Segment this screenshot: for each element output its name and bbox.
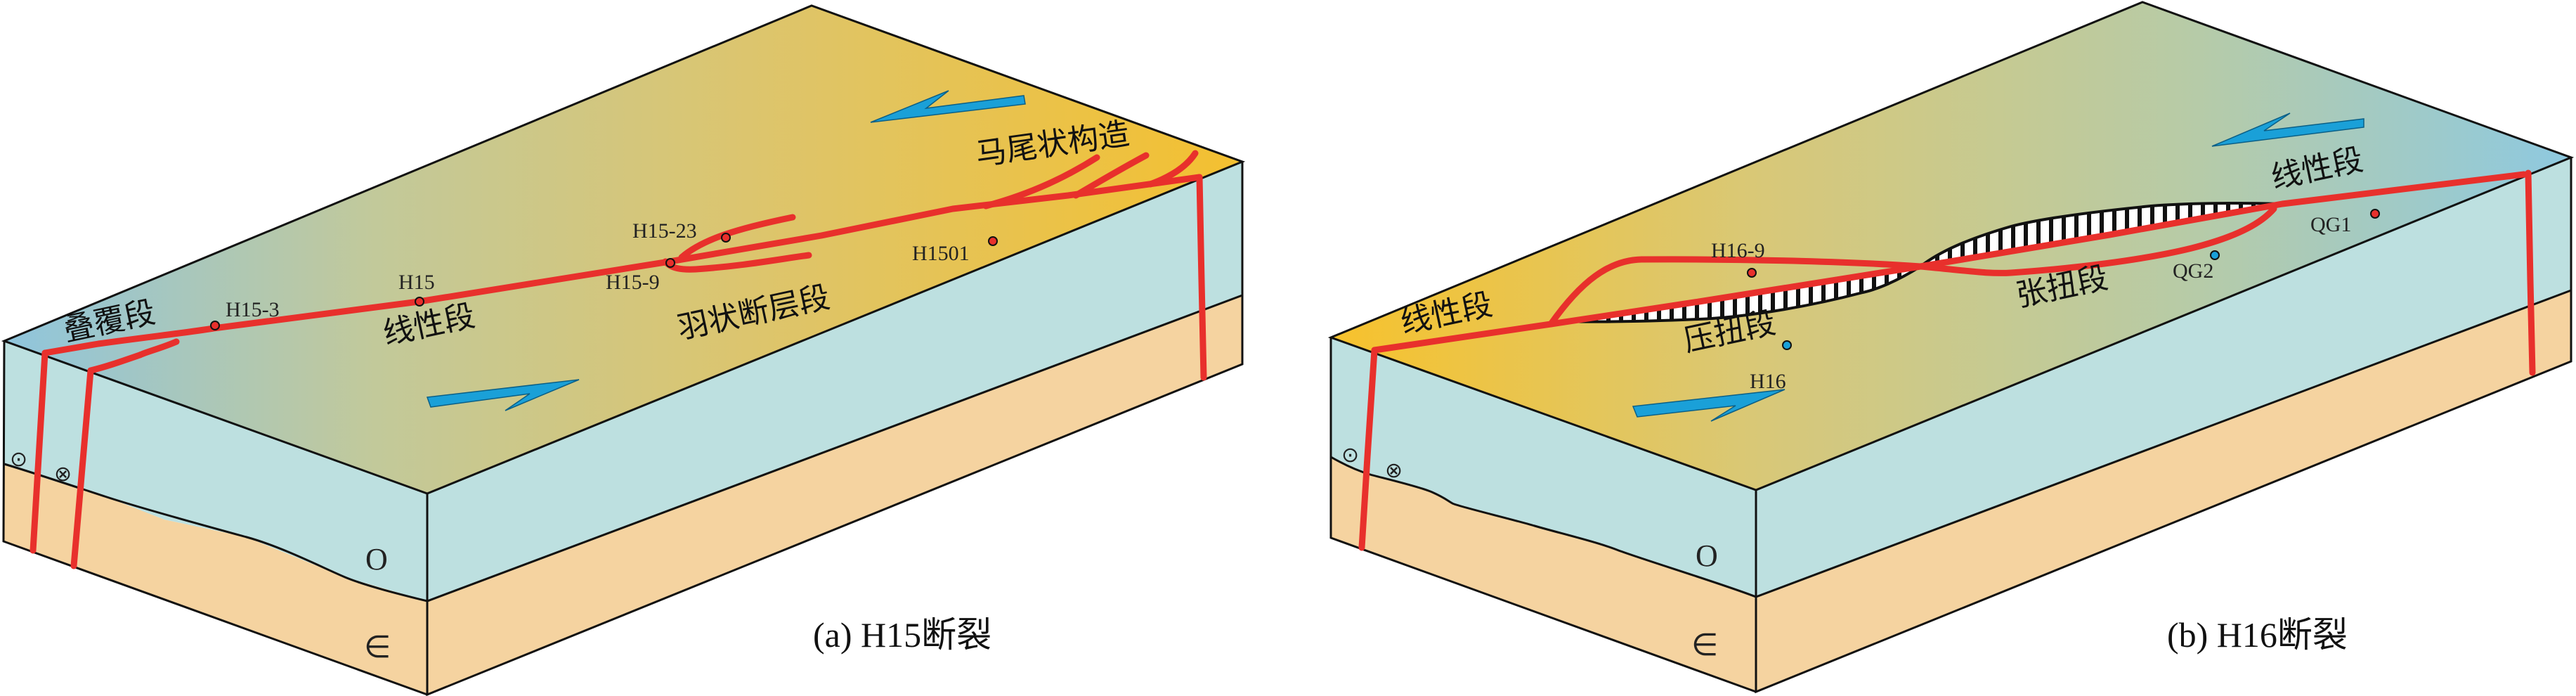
well-label-qg1: QG1 [2310, 213, 2351, 236]
well-dot-h16-9 [1747, 268, 1757, 278]
well-label-h15-9: H15-9 [606, 271, 660, 294]
top-surface [1331, 2, 2571, 490]
stratum-label-cambrian: ∈ [1691, 628, 1718, 662]
motion-symbol-in: ⊗ [1385, 459, 1403, 482]
front-face-cambrian [1331, 457, 1756, 692]
well-dot-h15-23 [721, 233, 731, 243]
side-face-cambrian [427, 295, 1242, 695]
well-dot-h15-3 [210, 321, 220, 330]
caption-b: (b) H16断裂 [2167, 615, 2348, 655]
side-face-ordovician [427, 162, 1242, 601]
well-label-qg2: QG2 [2173, 259, 2213, 283]
front-face-ordovician [4, 341, 427, 601]
block-outline [1327, 1, 2575, 694]
horsetail-branch-3 [1147, 150, 1199, 188]
motion-symbol-out: ⊙ [1341, 444, 1359, 467]
panel-a-h15-fault: H15-3 H15 H15-9 H15-23 H1501 叠覆段 线性段 羽状断… [1, 4, 1246, 696]
stratum-label-ordovician: O [365, 542, 388, 576]
pinnate-splay-lower [662, 252, 812, 273]
well-dot-h16 [1782, 340, 1792, 350]
front-face-ordovician [1331, 337, 1756, 597]
side-face-cambrian [1756, 290, 2571, 692]
slip-arrow-left-lateral-upper [870, 90, 1026, 123]
slip-arrow-left-lateral-upper [2211, 112, 2364, 147]
fault-branch-lens [1547, 205, 2277, 328]
slip-arrow-left-lateral-lower [426, 379, 580, 411]
fault-vertical-right [2525, 169, 2536, 376]
well-dot-h15 [415, 297, 424, 307]
transpression-lens-hatch [1559, 265, 1922, 323]
well-label-h15: H15 [398, 271, 435, 294]
panel-b-h16-fault: H16-9 H16 QG2 QG1 线性段 压扭段 张扭段 线性段 O ∈ ⊙ … [1327, 1, 2575, 694]
caption-a: (a) H15断裂 [813, 615, 991, 655]
well-dot-qg2 [2210, 250, 2220, 260]
well-markers [210, 233, 998, 330]
well-label-h16-9: H16-9 [1711, 239, 1765, 262]
horsetail-branch-2 [1072, 152, 1150, 199]
motion-symbol-out: ⊙ [10, 448, 27, 471]
layer-boundary [1330, 289, 2572, 598]
fault-vertical-left [1358, 347, 1378, 551]
top-surface [4, 6, 1242, 494]
fault-vertical-left [30, 349, 48, 554]
fault-trace-h15 [41, 174, 1203, 356]
well-dot-h15-9 [665, 258, 675, 268]
side-face-ordovician [1756, 157, 2571, 597]
layer-boundary [4, 294, 1243, 602]
well-label-h15-3: H15-3 [226, 298, 280, 321]
stratum-label-cambrian: ∈ [364, 630, 391, 664]
fault-branch-overlap [70, 338, 180, 569]
block-outline [1, 4, 1246, 696]
well-dot-qg1 [2370, 209, 2380, 219]
well-label-h15-23: H15-23 [632, 219, 697, 243]
slip-arrow-left-lateral-lower [1632, 389, 1785, 422]
stratum-label-ordovician: O [1696, 539, 1718, 573]
horsetail-branch-1 [982, 154, 1100, 210]
well-dot-h1501 [988, 236, 998, 246]
well-label-h16: H16 [1750, 370, 1786, 393]
front-face-cambrian [4, 464, 427, 695]
well-label-h1501: H1501 [912, 242, 970, 265]
fault-vertical-right [1196, 174, 1207, 381]
motion-symbol-in: ⊗ [54, 463, 72, 486]
